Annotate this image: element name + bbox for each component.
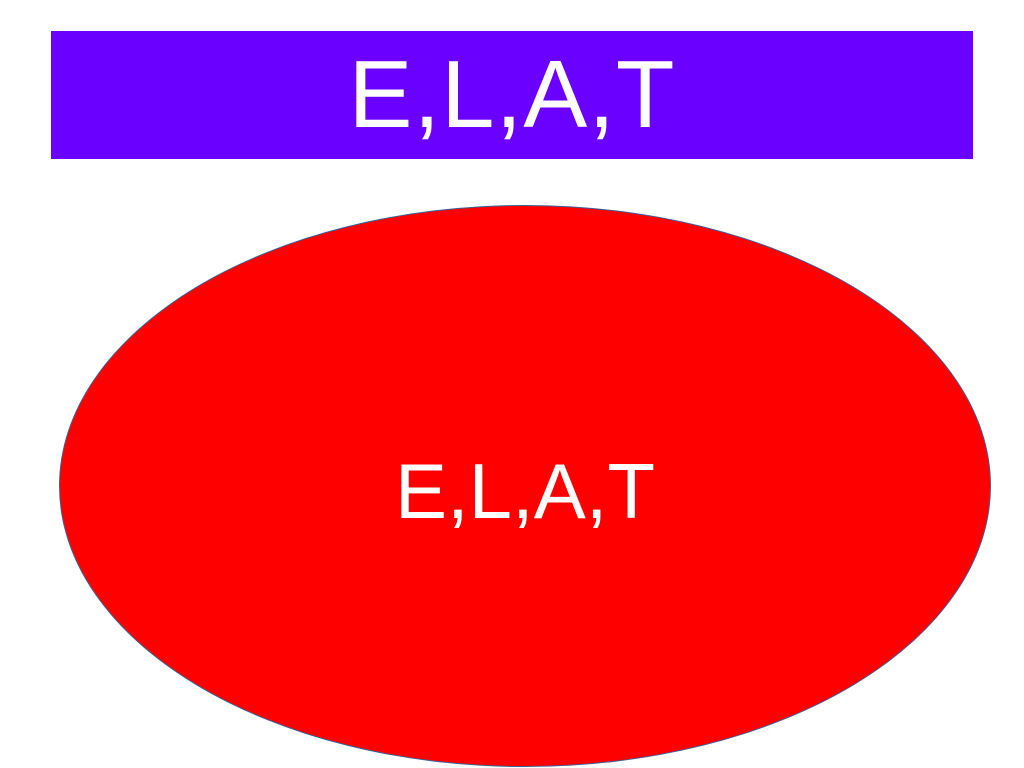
ellipse-label: E,L,A,T (394, 447, 656, 535)
title-bar: E,L,A,T (51, 31, 973, 159)
red-ellipse-shape: E,L,A,T (59, 205, 991, 767)
slide-title: E,L,A,T (348, 41, 676, 148)
